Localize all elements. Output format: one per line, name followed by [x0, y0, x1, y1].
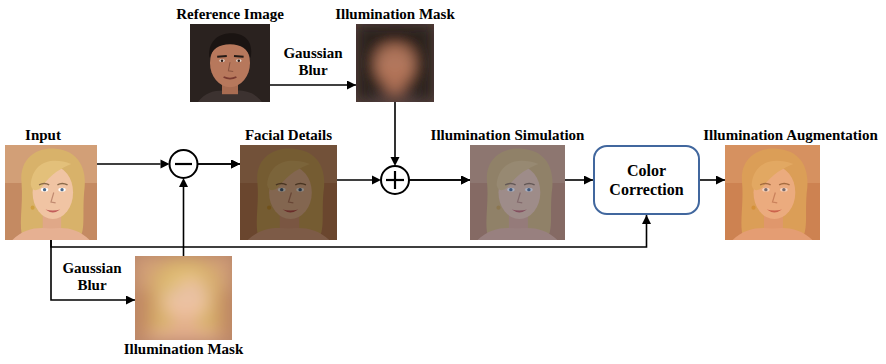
arrow-head [161, 160, 170, 169]
arrow-connector [51, 240, 135, 300]
arrow-head [179, 178, 188, 187]
minus-operator [175, 163, 192, 165]
plus-operator [381, 166, 409, 194]
light-tint [470, 145, 565, 240]
process-box: Color Correction [593, 145, 700, 215]
details-photo [240, 145, 337, 240]
input-photo [5, 145, 97, 240]
arrow-connector [700, 179, 725, 181]
arrow-connector [51, 215, 647, 247]
arrow-connector [565, 179, 593, 181]
minus-operator [170, 150, 198, 178]
reference-photo [190, 24, 270, 102]
photo-panel: Reference Image [190, 24, 270, 102]
photo-panel: Illumination Augmentation [725, 145, 820, 240]
arrow-head [372, 176, 381, 185]
arrow-head [391, 157, 400, 166]
augmentation-photo [725, 145, 820, 240]
mask-photo [135, 256, 232, 340]
simulation-photo [470, 145, 565, 240]
mask-photo [356, 24, 434, 102]
color-tint [725, 145, 820, 240]
arrow-connector [184, 164, 241, 256]
photo-panel: Input [5, 145, 97, 240]
photo-panel: Illumination Mask [356, 24, 434, 102]
mask-photo [135, 256, 232, 340]
panel-title: Input [25, 127, 61, 144]
mask-photo [135, 256, 232, 340]
minus-operator [161, 150, 198, 187]
mask-photo [356, 24, 434, 102]
panel-title: Illumination Augmentation [703, 127, 878, 144]
reference-photo [190, 24, 270, 102]
photo-panel: Illumination Mask [135, 256, 232, 340]
input-photo [5, 145, 97, 240]
plus-operator [372, 157, 409, 194]
simulation-photo [470, 145, 565, 240]
panel-title: Illumination Simulation [431, 127, 585, 144]
panel-title: Facial Details [245, 127, 332, 144]
panel-title: Reference Image [176, 6, 284, 23]
photo-panel: Illumination Simulation [470, 145, 565, 240]
plus-operator [394, 171, 396, 189]
edge-label: Gaussian Blur [54, 260, 130, 294]
photo-panel: Facial Details [240, 145, 337, 240]
edge-label: Gaussian Blur [275, 45, 351, 79]
box-label: Color Correction [600, 161, 693, 199]
panel-title: Illumination Mask [124, 341, 244, 358]
panel-title: Illumination Mask [335, 6, 455, 23]
augmentation-photo [725, 145, 820, 240]
details-photo [240, 145, 337, 240]
arrow-connector [270, 84, 356, 86]
mask-photo [356, 24, 434, 102]
